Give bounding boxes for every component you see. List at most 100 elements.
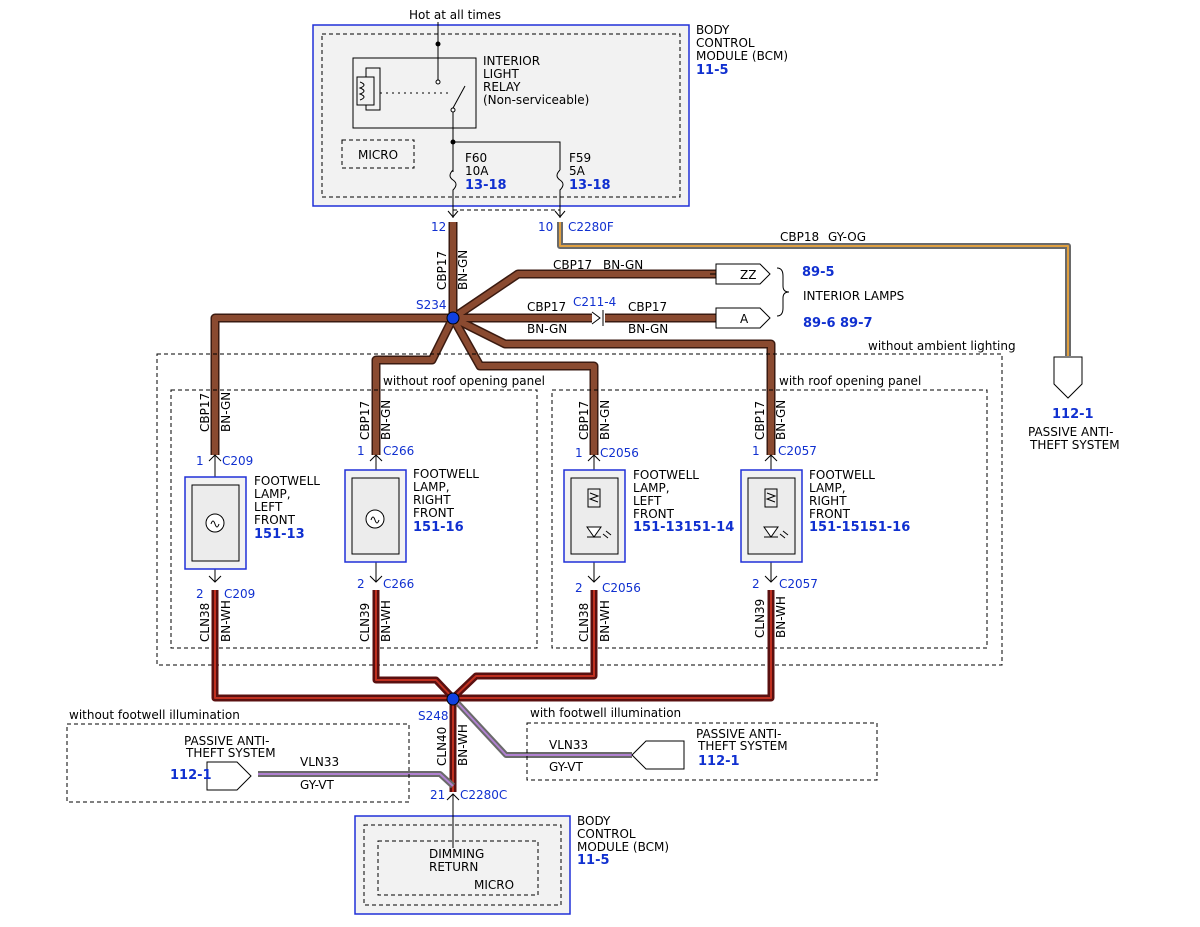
flag-zz-label: ZZ bbox=[740, 268, 756, 282]
wire-a-cbp17-left-label: CBP17 bbox=[527, 300, 566, 314]
wire-cln40-bn-wh-label: BN-WH bbox=[456, 724, 470, 766]
lamp3-cln38-label: CLN38 bbox=[577, 603, 591, 642]
pats-left-label: PASSIVE ANTI-THEFT SYSTEM bbox=[184, 734, 276, 760]
group-with-footwell-label: with footwell illumination bbox=[530, 706, 681, 720]
wire-vln33 bbox=[258, 695, 632, 789]
pin-21: 21 bbox=[430, 788, 445, 802]
fuse-f59-name: F59 bbox=[569, 151, 591, 165]
lamp2-connector-bottom: C266 bbox=[383, 577, 414, 591]
wire-bn-gn-vert-label: BN-GN bbox=[456, 250, 470, 290]
group-with-footwell bbox=[526, 722, 878, 781]
footwell-lamp-right-front-1 bbox=[344, 454, 407, 583]
lamp3-ref: 151-13151-14 bbox=[633, 520, 734, 535]
bcm-bottom bbox=[354, 794, 571, 915]
lamp3-connector-top: C2056 bbox=[600, 446, 639, 460]
wire-return-harness bbox=[211, 590, 775, 792]
splice-s234-label: S234 bbox=[416, 298, 447, 312]
hot-at-all-times-label: Hot at all times bbox=[409, 8, 501, 22]
wire-vln33-left-label: VLN33 bbox=[300, 755, 339, 769]
footwell-lamp-left-front-2 bbox=[563, 454, 626, 583]
micro-top-label: MICRO bbox=[358, 148, 398, 162]
splice-s248 bbox=[446, 692, 460, 706]
wire-cln40-label: CLN40 bbox=[435, 727, 449, 766]
fuse-f59-rating: 5A bbox=[569, 164, 586, 178]
wire-cbp17-harness bbox=[210, 222, 776, 455]
lamp1-pin1: 1 bbox=[196, 454, 204, 468]
fuse-f60: F60 10A 13-18 bbox=[465, 151, 507, 193]
lamp1-bn-wh-label: BN-WH bbox=[219, 600, 233, 642]
lamp1-cbp17-label: CBP17 bbox=[198, 393, 212, 432]
fuse-f60-name: F60 bbox=[465, 151, 487, 165]
fuse-f59-ref: 13-18 bbox=[569, 178, 611, 193]
pats-right-label: PASSIVE ANTI-THEFT SYSTEM bbox=[1028, 425, 1120, 452]
fuse-f60-ref: 13-18 bbox=[465, 178, 507, 193]
lamp1-bn-gn-label: BN-GN bbox=[219, 392, 233, 432]
lamp3-pin1: 1 bbox=[575, 446, 583, 460]
connector-c2280c: C2280C bbox=[460, 788, 507, 802]
interior-lamps-ref-a1: 89-6 bbox=[803, 316, 836, 331]
interior-lamps-label: INTERIOR LAMPS bbox=[803, 289, 904, 303]
lamp1-connector-bottom: C209 bbox=[224, 587, 255, 601]
fuse-f59: F59 5A 13-18 bbox=[569, 151, 611, 193]
footwell-lamp-left-front-1 bbox=[184, 454, 247, 583]
wire-cbp18-label: CBP18 bbox=[780, 230, 819, 244]
wire-gy-vt-mid-label: GY-VT bbox=[549, 760, 583, 774]
pin-10: 10 bbox=[538, 220, 553, 234]
lamp2-bn-wh-label: BN-WH bbox=[379, 600, 393, 642]
bcm-bottom-ref: 11-5 bbox=[577, 853, 610, 868]
lamp3-cbp17-label: CBP17 bbox=[577, 401, 591, 440]
group-without-ambient-label: without ambient lighting bbox=[868, 339, 1016, 353]
interior-lamps-ref-a2: 89-7 bbox=[840, 316, 873, 331]
pats-right-connector bbox=[1053, 356, 1083, 399]
pats-left-connector bbox=[206, 761, 252, 791]
group-without-footwell-label: without footwell illumination bbox=[69, 708, 240, 722]
wire-gy-og-label: GY-OG bbox=[828, 230, 866, 244]
pats-mid-connector bbox=[631, 740, 685, 770]
wire-cbp17-vert-label: CBP17 bbox=[435, 251, 449, 290]
connector-c2280f: C2280F bbox=[568, 220, 614, 234]
wire-vln33-mid-label: VLN33 bbox=[549, 738, 588, 752]
wire-a-cbp17-right-label: CBP17 bbox=[628, 300, 667, 314]
splice-s248-label: S248 bbox=[418, 709, 449, 723]
lamp4-cbp17-label: CBP17 bbox=[753, 401, 767, 440]
lamp1-pin2: 2 bbox=[196, 587, 204, 601]
lamp4-pin2: 2 bbox=[752, 577, 760, 591]
wire-gy-vt-left-label: GY-VT bbox=[300, 778, 334, 792]
lamp4-pin1: 1 bbox=[752, 444, 760, 458]
wire-a-bn-gn-right-label: BN-GN bbox=[628, 322, 668, 336]
lamp2-pin2: 2 bbox=[357, 577, 365, 591]
pats-mid-ref: 112-1 bbox=[698, 754, 740, 769]
connector-c211-4: C211-4 bbox=[573, 295, 616, 309]
fuse-f60-rating: 10A bbox=[465, 164, 489, 178]
lamp2-cbp17-label: CBP17 bbox=[358, 401, 372, 440]
wire-a-bn-gn-left-label: BN-GN bbox=[527, 322, 567, 336]
lamp4-connector-top: C2057 bbox=[778, 444, 817, 458]
pats-mid-label: PASSIVE ANTI-THEFT SYSTEM bbox=[696, 727, 788, 753]
bcm-top-ref: 11-5 bbox=[696, 63, 729, 78]
lamp3-connector-bottom: C2056 bbox=[602, 581, 641, 595]
pats-right-ref: 112-1 bbox=[1052, 407, 1094, 422]
flag-zz: ZZ bbox=[710, 263, 771, 285]
pin-12: 12 bbox=[431, 220, 446, 234]
lamp1-ref: 151-13 bbox=[254, 527, 305, 542]
bcm-top: MICRO bbox=[312, 22, 690, 218]
lamp2-bn-gn-label: BN-GN bbox=[379, 400, 393, 440]
lamp3-bn-gn-label: BN-GN bbox=[598, 400, 612, 440]
lamp4-bn-gn-label: BN-GN bbox=[774, 400, 788, 440]
lamp2-pin1: 1 bbox=[357, 444, 365, 458]
lamp1-connector-top: C209 bbox=[222, 454, 253, 468]
wire-zz-bn-gn-label: BN-GN bbox=[603, 258, 643, 272]
wire-cbp18 bbox=[557, 222, 1071, 356]
lamp2-connector-top: C266 bbox=[383, 444, 414, 458]
footwell-lamp-right-front-2 bbox=[740, 454, 803, 583]
lamp2-cln39-label: CLN39 bbox=[358, 603, 372, 642]
group-with-roof-label: with roof opening panel bbox=[779, 374, 921, 388]
lamp3-bn-wh-label: BN-WH bbox=[598, 600, 612, 642]
group-without-roof-label: without roof opening panel bbox=[383, 374, 545, 388]
